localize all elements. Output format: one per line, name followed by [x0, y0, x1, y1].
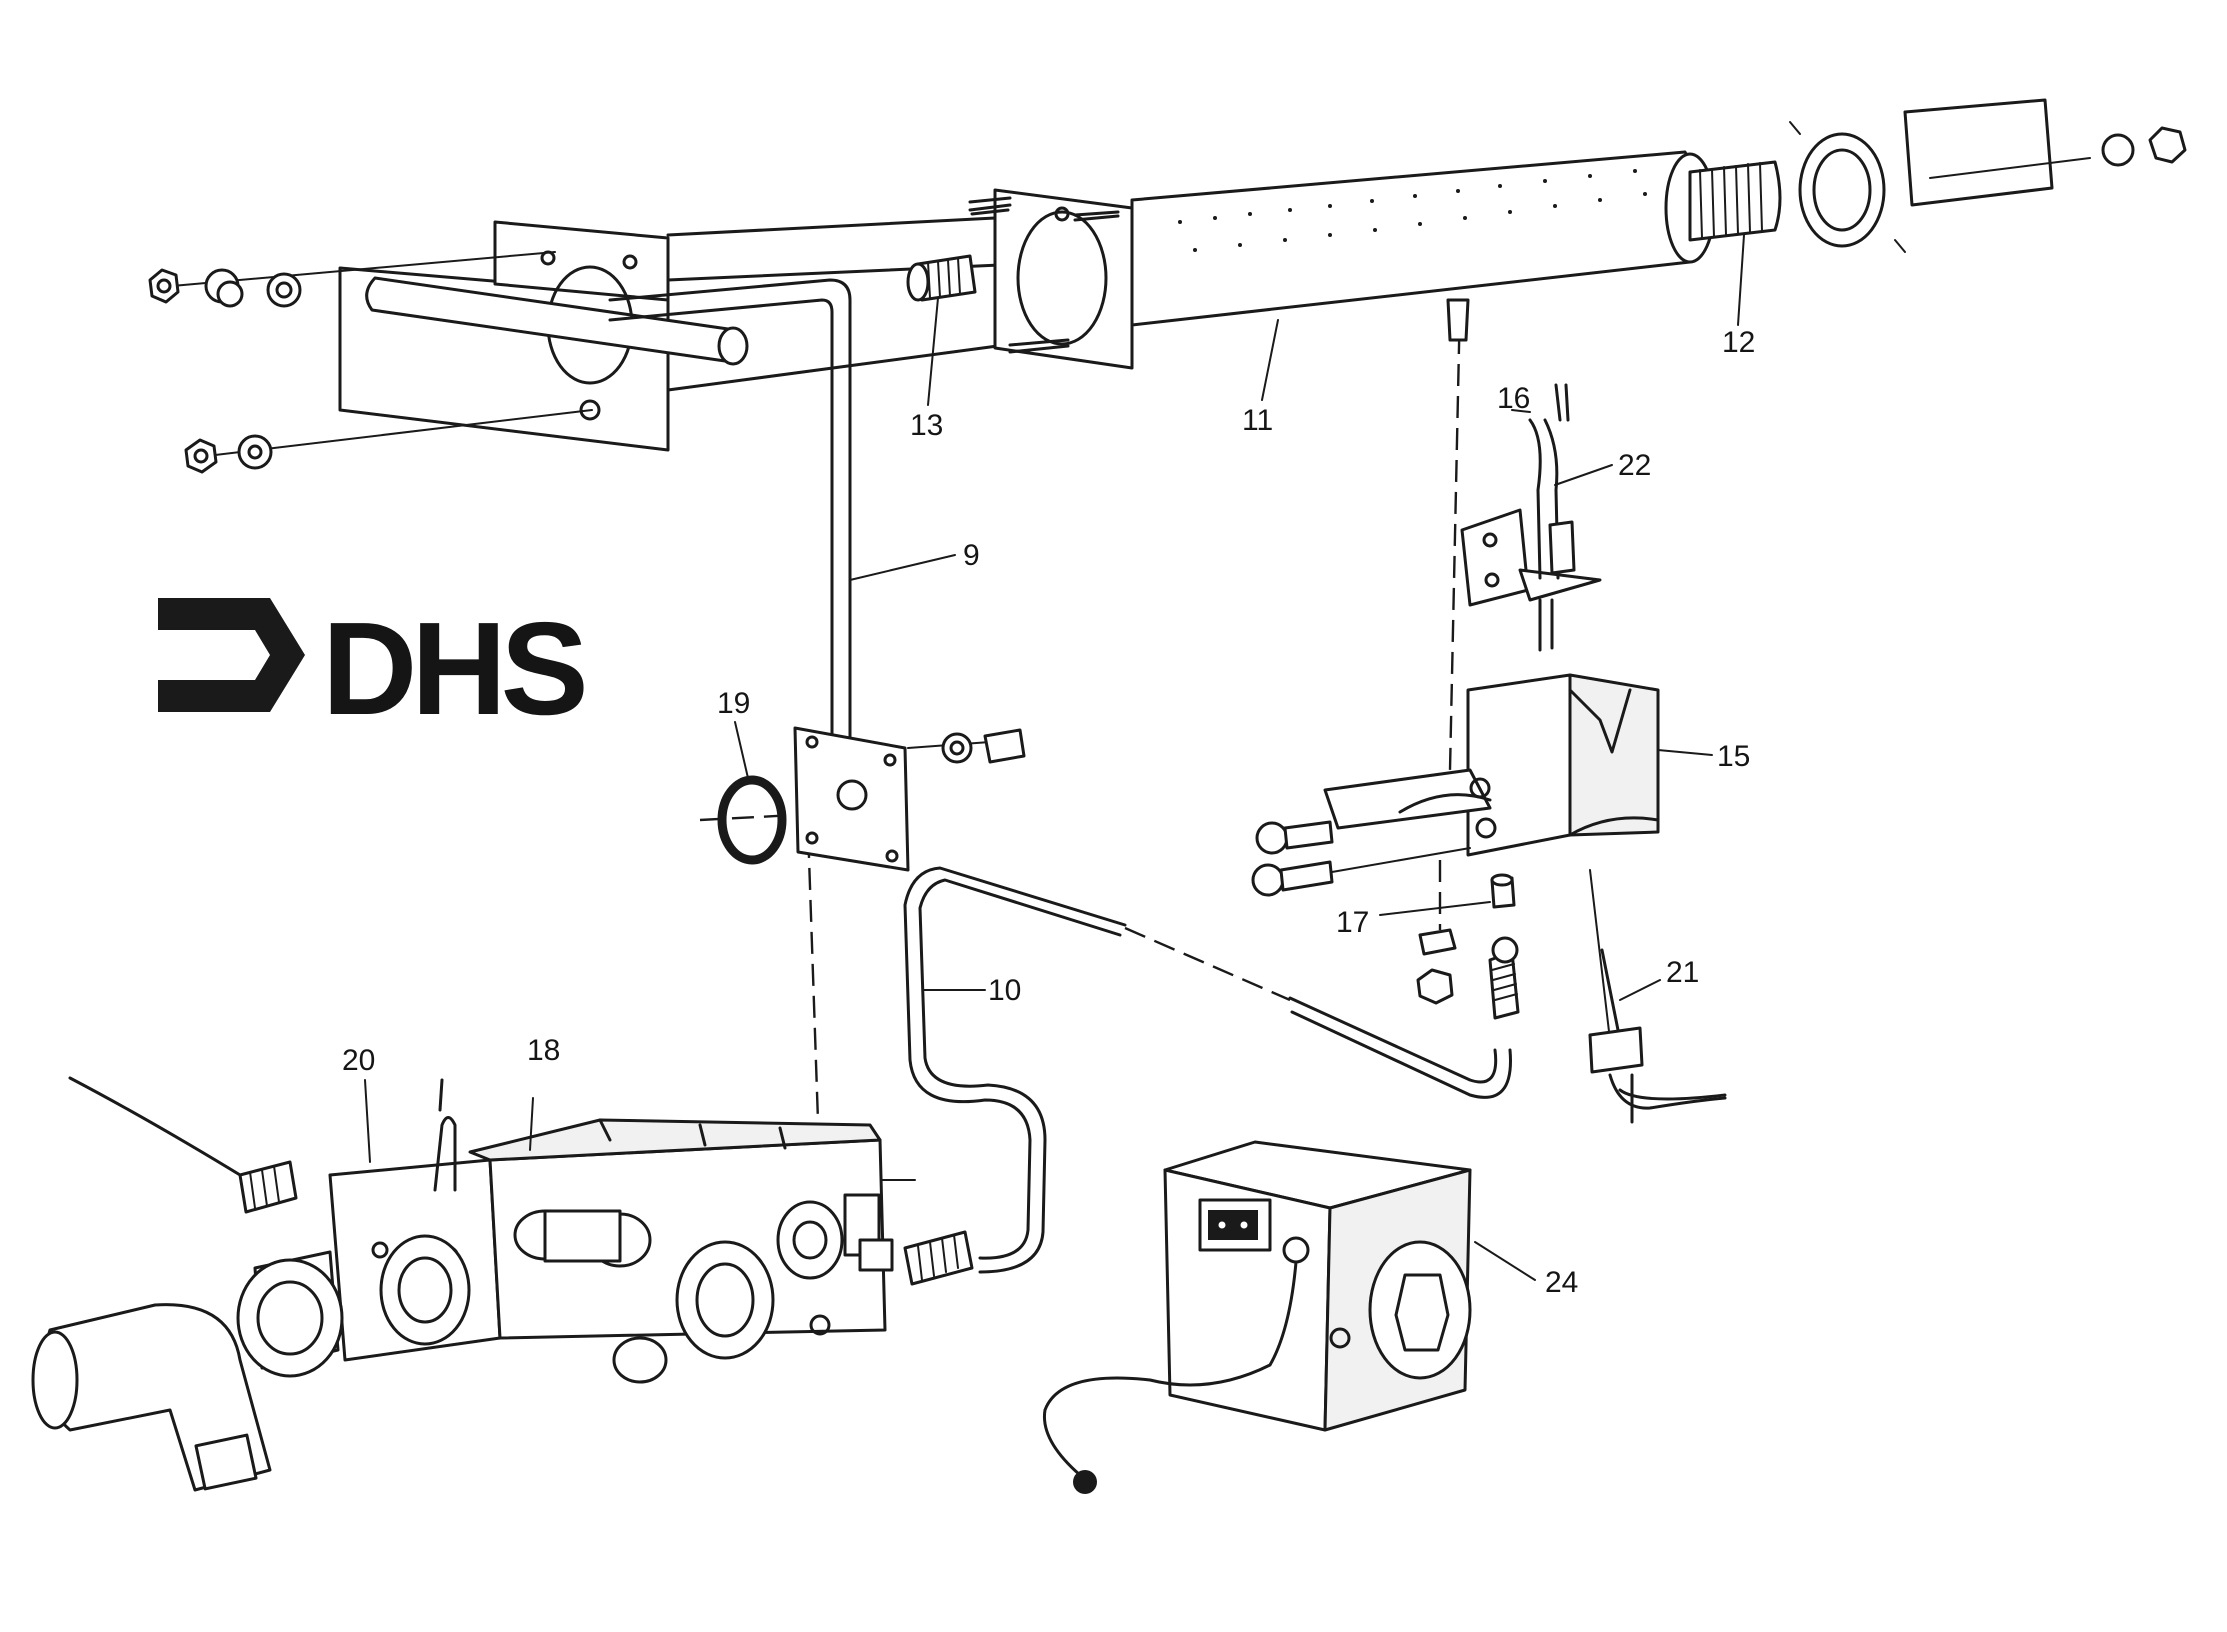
screw-icon	[1251, 847, 1471, 897]
nut-icon	[184, 438, 218, 474]
dhs-logo-text: DHS	[322, 595, 584, 742]
callout-22: 22	[1554, 449, 1651, 486]
washer-icon	[204, 268, 244, 308]
callout-18: 18	[527, 1034, 560, 1151]
pilot-bracket	[1251, 298, 1660, 1005]
part-label-11: 11	[1242, 404, 1273, 437]
part-label-15: 15	[1717, 740, 1750, 773]
flange-plate	[699, 726, 1026, 872]
screw-icon	[1255, 820, 1334, 855]
part-label-9: 9	[963, 539, 980, 572]
callout-20: 20	[342, 1044, 375, 1163]
part-label-13: 13	[910, 409, 943, 442]
o-ring	[717, 775, 787, 865]
part-label-24: 24	[1545, 1266, 1578, 1299]
part-label-19: 19	[717, 687, 750, 720]
spark-electrode	[1460, 383, 1602, 652]
nut-icon	[148, 268, 180, 304]
part-label-20: 20	[342, 1044, 375, 1077]
burner-end-cap	[1789, 98, 2187, 253]
thermocouple	[1588, 869, 1727, 1124]
part-label-21: 21	[1666, 956, 1699, 989]
part-label-22: 22	[1618, 449, 1651, 482]
callout-19: 19	[717, 687, 750, 779]
callout-11: 11	[1242, 319, 1279, 437]
burner-mounting-plate	[148, 216, 1007, 474]
gas-control-valve	[31, 1076, 974, 1492]
dhs-logo: DHS	[150, 585, 590, 742]
burner-tube	[968, 150, 1782, 370]
union-fitting	[906, 254, 977, 302]
callout-24: 24	[1474, 1241, 1578, 1299]
part-label-10: 10	[988, 974, 1021, 1007]
callout-13: 13	[910, 297, 943, 442]
callout-15: 15	[1657, 740, 1750, 773]
part-label-16: 16	[1497, 382, 1530, 415]
callout-10: 10	[922, 974, 1021, 1007]
callout-21: 21	[1619, 956, 1699, 1001]
part-label-12: 12	[1722, 326, 1755, 359]
callout-9: 9	[849, 539, 980, 581]
part-label-17: 17	[1336, 906, 1369, 939]
part-label-18: 18	[527, 1034, 560, 1067]
pilot-tube	[903, 866, 1520, 1274]
callout-16: 16	[1497, 382, 1531, 415]
callout-17: 17	[1336, 901, 1491, 939]
ignition-unit	[1042, 1140, 1472, 1494]
callout-12: 12	[1722, 234, 1755, 359]
